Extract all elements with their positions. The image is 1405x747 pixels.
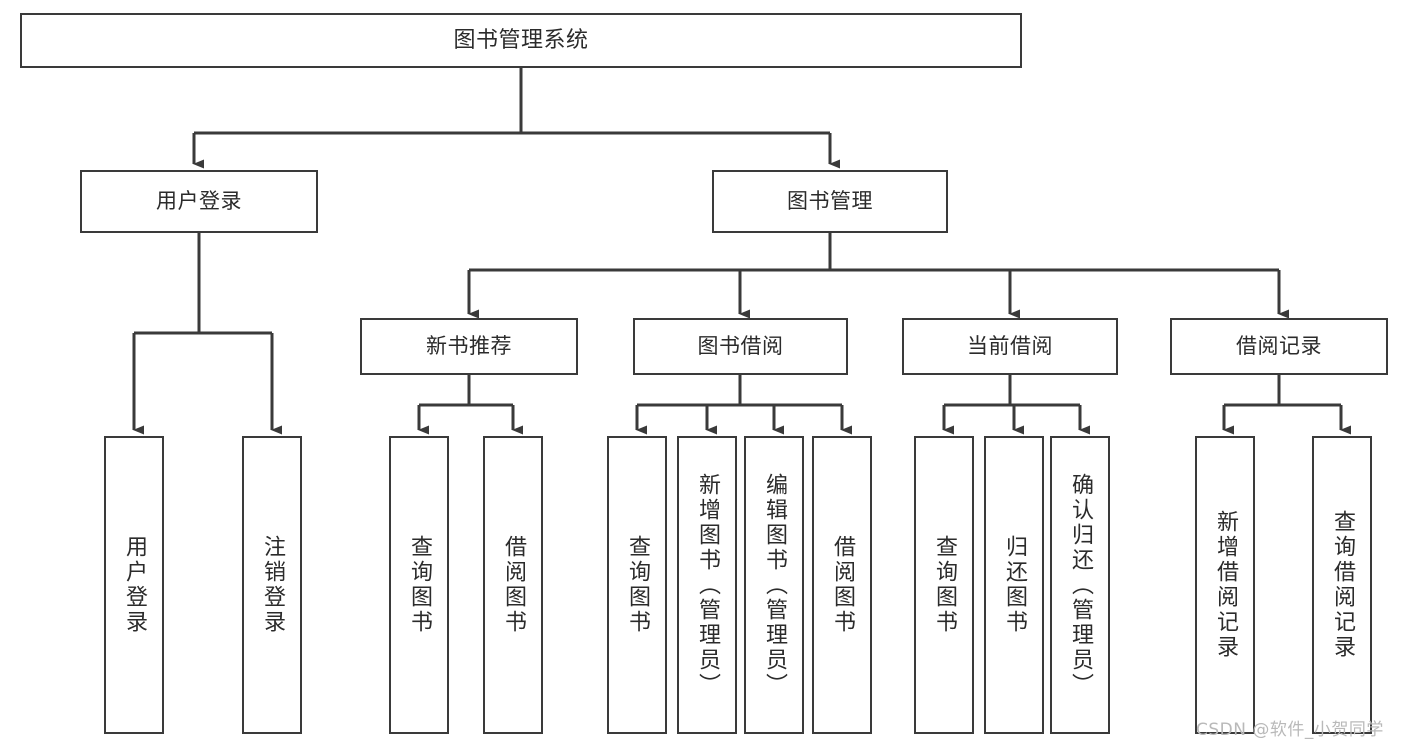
leaf-book-borrow-query-book-label: 查询图书 bbox=[625, 535, 650, 635]
leaf-borrow-record-add-record[interactable]: 新增借阅记录 bbox=[1195, 436, 1255, 734]
leaf-borrow-record-query-record-label: 查询借阅记录 bbox=[1330, 510, 1355, 660]
leaf-book-borrow-borrow-book[interactable]: 借阅图书 bbox=[812, 436, 872, 734]
leaf-borrow-record-add-record-label: 新增借阅记录 bbox=[1213, 510, 1238, 660]
node-current-borrow-label: 当前借阅 bbox=[967, 334, 1053, 359]
leaf-current-borrow-query-book[interactable]: 查询图书 bbox=[914, 436, 974, 734]
node-user-login-label: 用户登录 bbox=[156, 189, 242, 214]
node-root-book-management-system[interactable]: 图书管理系统 bbox=[20, 13, 1022, 68]
node-borrow-record-label: 借阅记录 bbox=[1236, 334, 1322, 359]
leaf-user-login-logout-label: 注销登录 bbox=[260, 535, 285, 635]
leaf-book-borrow-borrow-book-label: 借阅图书 bbox=[830, 535, 855, 635]
leaf-user-login-login[interactable]: 用户登录 bbox=[104, 436, 164, 734]
leaf-book-borrow-query-book[interactable]: 查询图书 bbox=[607, 436, 667, 734]
leaf-current-borrow-query-book-label: 查询图书 bbox=[932, 535, 957, 635]
node-book-management-label: 图书管理 bbox=[787, 189, 873, 214]
leaf-user-login-logout[interactable]: 注销登录 bbox=[242, 436, 302, 734]
node-book-borrow-label: 图书借阅 bbox=[697, 334, 784, 359]
leaf-book-borrow-edit-book-admin[interactable]: 编辑图书（管理员） bbox=[744, 436, 804, 734]
node-root-label: 图书管理系统 bbox=[453, 27, 589, 53]
leaf-user-login-login-label: 用户登录 bbox=[122, 535, 147, 635]
leaf-current-borrow-confirm-return-admin-label: 确认归还（管理员） bbox=[1068, 472, 1093, 698]
leaf-book-borrow-add-book-admin[interactable]: 新增图书（管理员） bbox=[677, 436, 737, 734]
leaf-current-borrow-return-book-label: 归还图书 bbox=[1002, 535, 1027, 635]
leaf-new-book-borrow-book-label: 借阅图书 bbox=[501, 535, 526, 635]
node-book-borrow[interactable]: 图书借阅 bbox=[633, 318, 848, 375]
node-current-borrow[interactable]: 当前借阅 bbox=[902, 318, 1118, 375]
leaf-book-borrow-edit-book-admin-label: 编辑图书（管理员） bbox=[762, 472, 787, 698]
node-new-book-recommend-label: 新书推荐 bbox=[426, 334, 512, 359]
leaf-borrow-record-query-record[interactable]: 查询借阅记录 bbox=[1312, 436, 1372, 734]
leaf-new-book-query-book[interactable]: 查询图书 bbox=[389, 436, 449, 734]
node-new-book-recommend[interactable]: 新书推荐 bbox=[360, 318, 578, 375]
node-borrow-record[interactable]: 借阅记录 bbox=[1170, 318, 1388, 375]
leaf-book-borrow-add-book-admin-label: 新增图书（管理员） bbox=[695, 472, 720, 698]
leaf-new-book-query-book-label: 查询图书 bbox=[407, 535, 432, 635]
node-book-management[interactable]: 图书管理 bbox=[712, 170, 948, 233]
node-user-login[interactable]: 用户登录 bbox=[80, 170, 318, 233]
csdn-watermark: CSDN @软件_小贺同学 bbox=[1196, 720, 1384, 740]
leaf-new-book-borrow-book[interactable]: 借阅图书 bbox=[483, 436, 543, 734]
leaf-current-borrow-confirm-return-admin[interactable]: 确认归还（管理员） bbox=[1050, 436, 1110, 734]
leaf-current-borrow-return-book[interactable]: 归还图书 bbox=[984, 436, 1044, 734]
